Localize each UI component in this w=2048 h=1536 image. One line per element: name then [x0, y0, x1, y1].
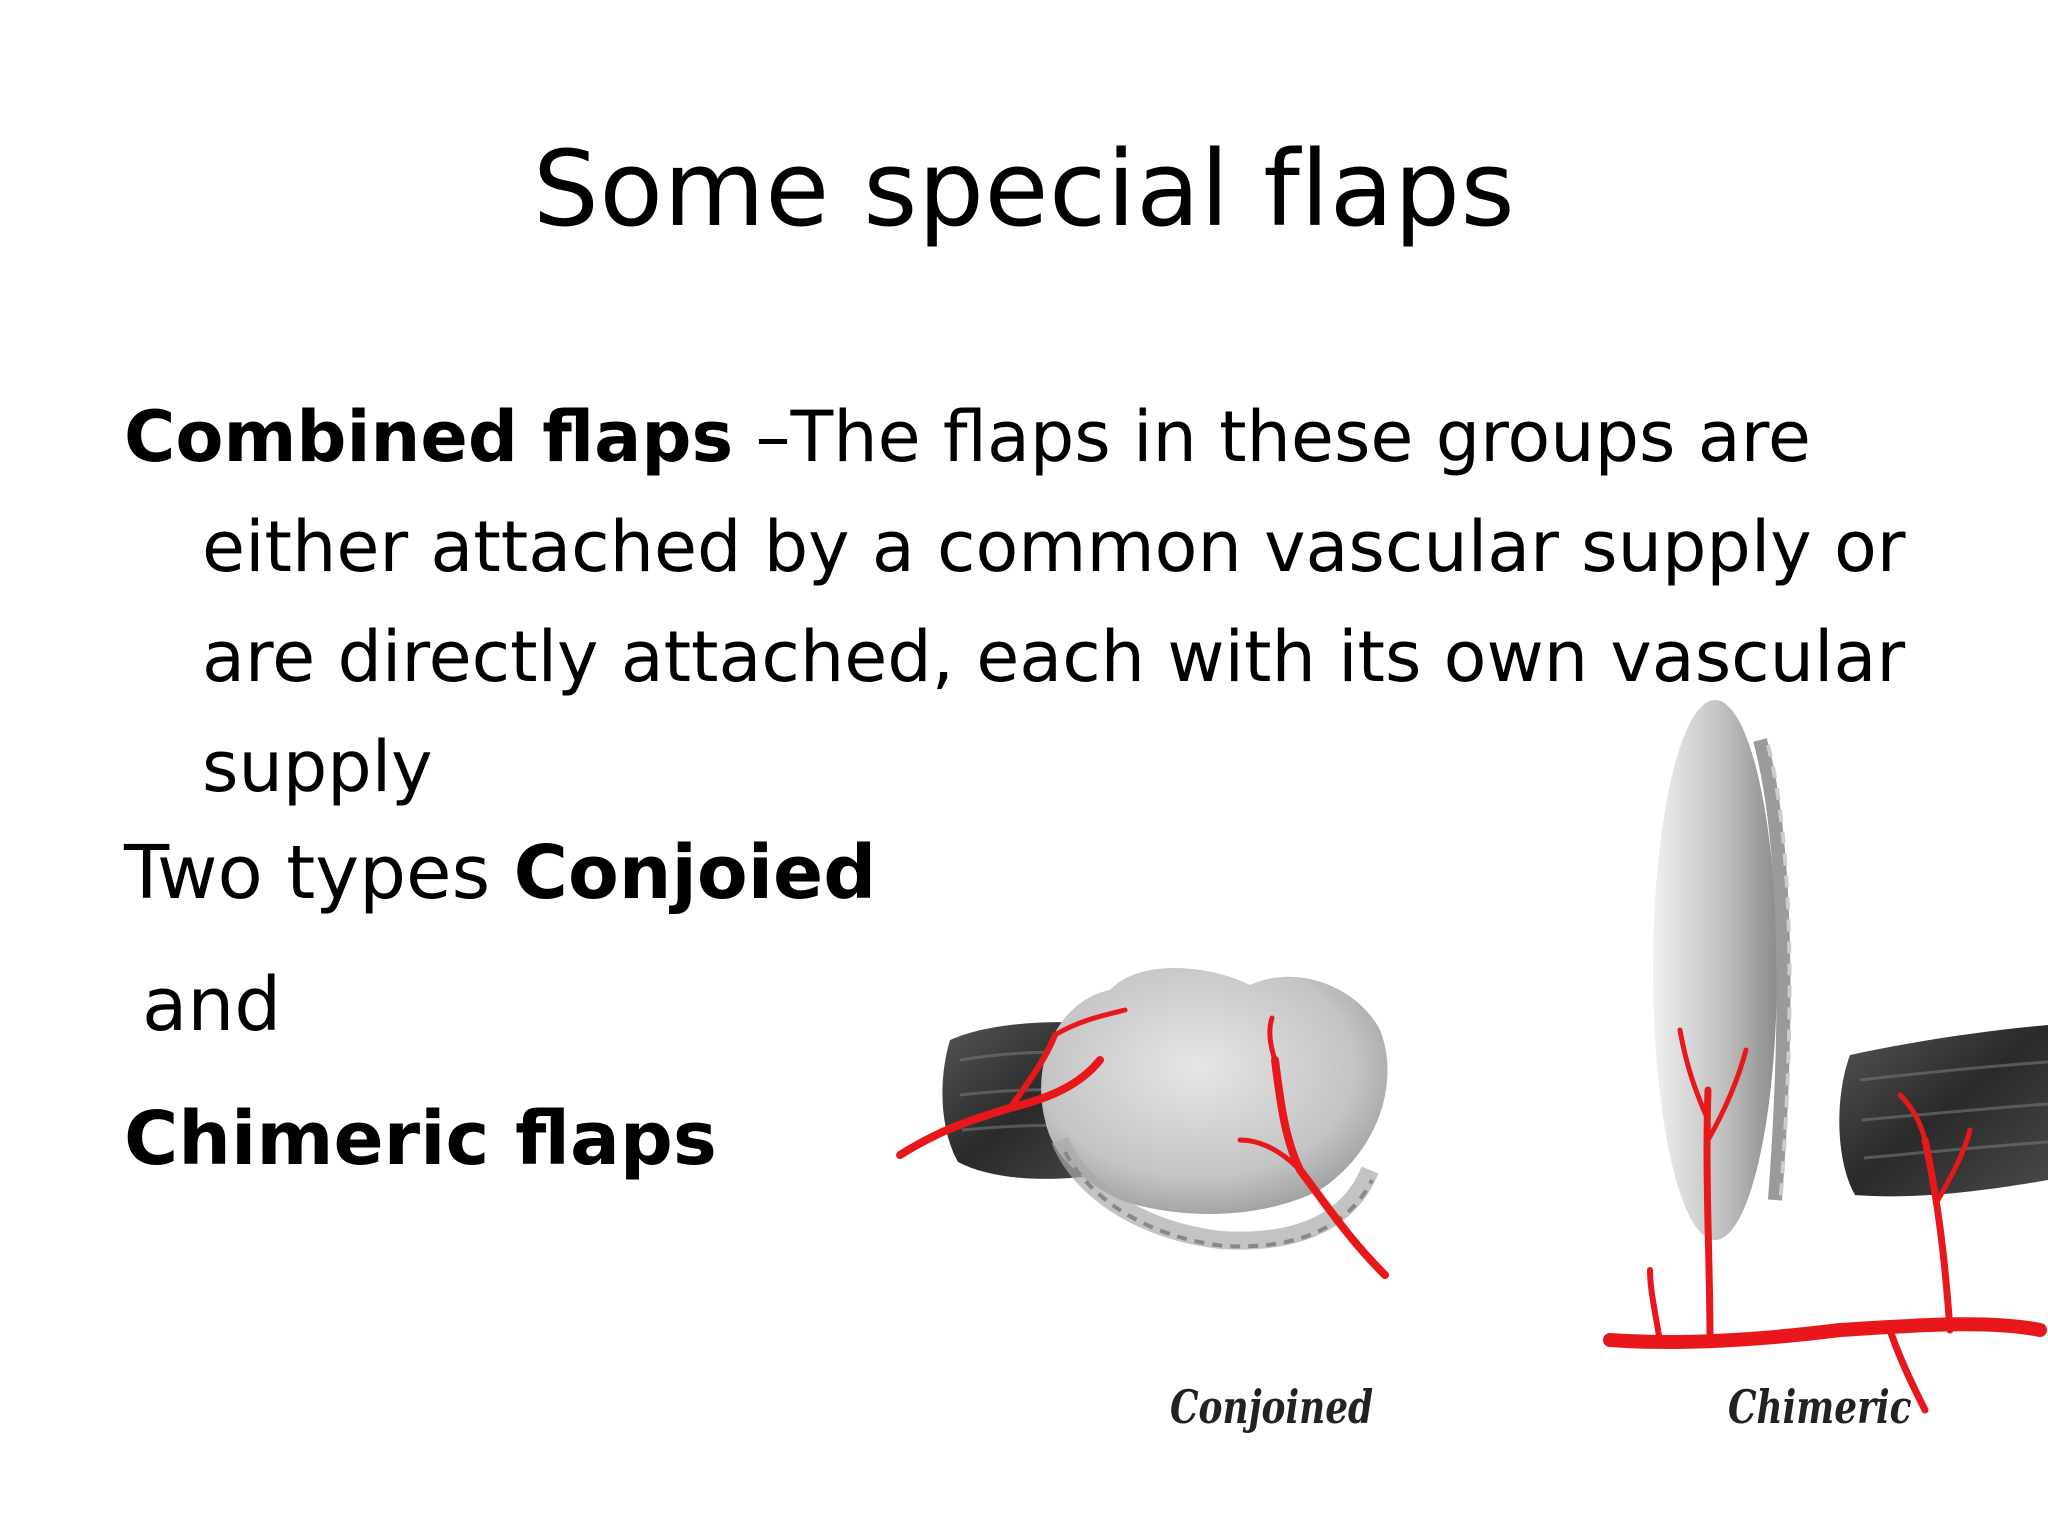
flap-illustration: Conjoined Chimeric [880, 700, 2048, 1480]
figure-label-conjoined: Conjoined [1170, 1380, 1374, 1434]
and-line: and [142, 962, 282, 1048]
two-types-line: Two types Conjoied [124, 830, 876, 916]
slide-body: Combined flaps –The flaps in these group… [124, 382, 1944, 822]
slide-title: Some special flaps [532, 128, 1516, 250]
combined-flaps-term: Combined flaps [124, 396, 734, 478]
type-chimeric-flaps: Chimeric flaps [124, 1096, 717, 1182]
type-conjoied: Conjoied [513, 830, 877, 916]
combined-flaps-paragraph: Combined flaps –The flaps in these group… [124, 382, 1944, 822]
chimeric-skin-paddle [1653, 700, 1792, 1240]
figure-label-chimeric: Chimeric [1728, 1380, 1912, 1434]
conjoined-skin-paddle [1041, 967, 1388, 1250]
two-types-prefix: Two types [124, 830, 514, 916]
flap-illustration-svg [896, 700, 2048, 1414]
conjoined-vessels [896, 1007, 1389, 1279]
chimeric-muscle [1839, 1025, 2048, 1197]
chimeric-vessels [1603, 1027, 2047, 1414]
combined-flaps-definition: –The flaps in these groups are either at… [202, 396, 1906, 808]
